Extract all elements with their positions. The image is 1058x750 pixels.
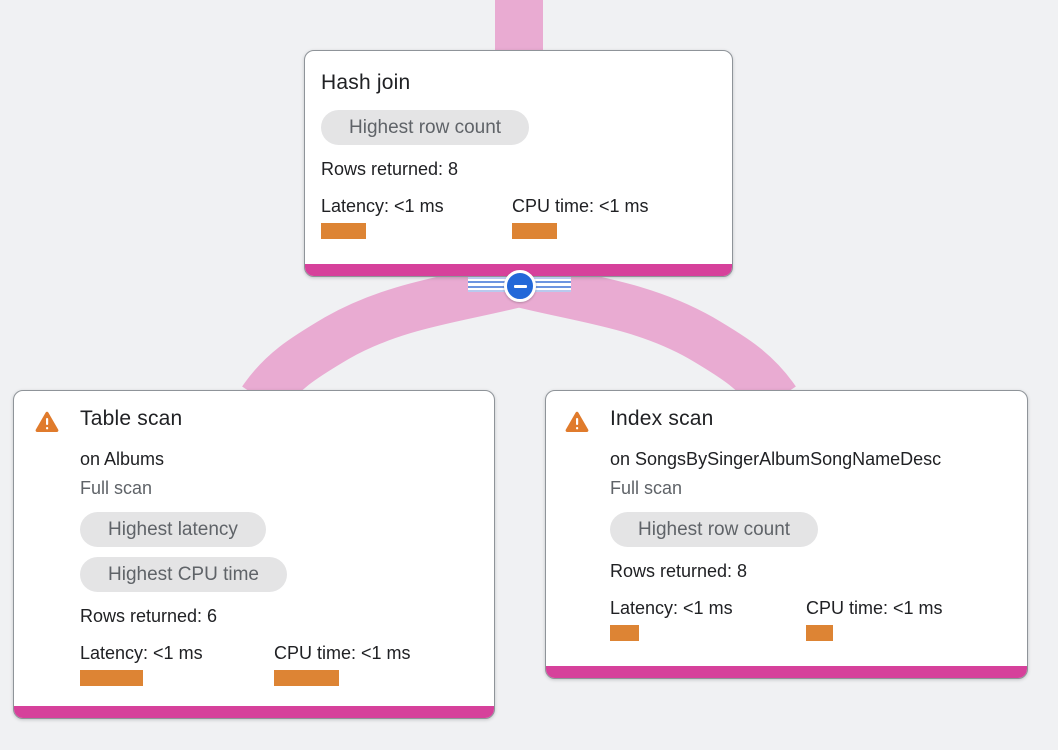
badge-list: Highest row count bbox=[321, 110, 716, 145]
scan-target: on Albums bbox=[80, 449, 165, 469]
latency-metric: Latency: <1 ms bbox=[610, 597, 806, 641]
latency-metric: Latency: <1 ms bbox=[321, 195, 512, 239]
latency-label: Latency: <1 ms bbox=[321, 196, 444, 216]
cpu-time-label: CPU time: <1 ms bbox=[512, 196, 649, 216]
warning-icon bbox=[565, 411, 589, 433]
cpu-metric: CPU time: <1 ms bbox=[512, 195, 649, 239]
metrics-row: Latency: <1 ms CPU time: <1 ms bbox=[610, 597, 1011, 641]
badge-highest-row-count: Highest row count bbox=[610, 512, 819, 547]
latency-label: Latency: <1 ms bbox=[80, 643, 203, 663]
minus-icon bbox=[513, 284, 527, 288]
cpu-time-label: CPU time: <1 ms bbox=[274, 643, 411, 663]
latency-metric: Latency: <1 ms bbox=[80, 642, 274, 686]
node-accent-bar bbox=[546, 666, 1027, 678]
badge-list: Highest latency Highest CPU time bbox=[80, 512, 478, 592]
node-title: Hash join bbox=[321, 71, 411, 94]
badge-highest-cpu-time: Highest CPU time bbox=[80, 557, 287, 592]
rows-returned-text: Rows returned: 8 bbox=[610, 561, 748, 581]
collapse-children-button[interactable] bbox=[504, 270, 536, 302]
cpu-metric: CPU time: <1 ms bbox=[806, 597, 943, 641]
metrics-row: Latency: <1 ms CPU time: <1 ms bbox=[321, 195, 716, 239]
scan-mode: Full scan bbox=[80, 478, 153, 498]
latency-bar bbox=[321, 223, 366, 239]
node-title: Index scan bbox=[610, 407, 714, 430]
edge-hashjoin-indexscan bbox=[513, 259, 796, 415]
node-title: Table scan bbox=[80, 407, 183, 430]
cpu-time-bar bbox=[806, 625, 833, 641]
badge-highest-row-count: Highest row count bbox=[321, 110, 530, 145]
rows-returned-text: Rows returned: 6 bbox=[80, 606, 218, 626]
node-index-scan[interactable]: Index scan on SongsBySingerAlbumSongName… bbox=[545, 390, 1028, 679]
edge-hashjoin-tablescan bbox=[242, 259, 525, 415]
badge-list: Highest row count bbox=[610, 512, 1011, 547]
scan-target: on SongsBySingerAlbumSongNameDesc bbox=[610, 449, 942, 469]
latency-label: Latency: <1 ms bbox=[610, 598, 733, 618]
node-hash-join[interactable]: Hash join Highest row count Rows returne… bbox=[304, 50, 733, 277]
badge-highest-latency: Highest latency bbox=[80, 512, 266, 547]
rows-returned-text: Rows returned: 8 bbox=[321, 159, 459, 179]
metrics-row: Latency: <1 ms CPU time: <1 ms bbox=[80, 642, 478, 686]
node-table-scan[interactable]: Table scan on Albums Full scan Highest l… bbox=[13, 390, 495, 719]
node-accent-bar bbox=[14, 706, 494, 718]
scan-mode: Full scan bbox=[610, 478, 683, 498]
cpu-time-bar bbox=[274, 670, 339, 686]
warning-icon bbox=[35, 411, 59, 433]
cpu-time-bar bbox=[512, 223, 557, 239]
cpu-metric: CPU time: <1 ms bbox=[274, 642, 411, 686]
latency-bar bbox=[80, 670, 143, 686]
latency-bar bbox=[610, 625, 639, 641]
cpu-time-label: CPU time: <1 ms bbox=[806, 598, 943, 618]
